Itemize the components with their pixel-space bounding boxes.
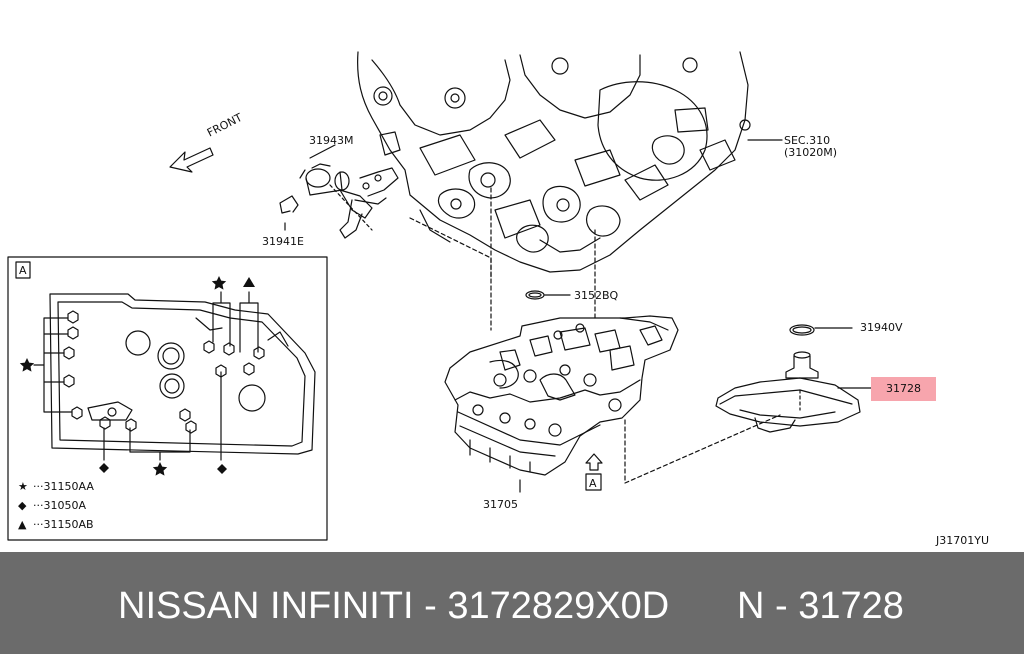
footer-code: N - 31728 xyxy=(737,585,904,627)
legend-triangle-symbol: ▲ xyxy=(18,518,27,531)
solenoid-drawing xyxy=(299,144,399,239)
label-31940v: 31940V xyxy=(860,321,903,334)
legend-diamond-text: ···31050A xyxy=(33,499,87,512)
view-a-frame-right xyxy=(585,473,602,491)
legend-leaders xyxy=(33,291,259,461)
footer-brand-part: NISSAN INFINITI - 3172829X0D xyxy=(118,585,670,627)
parts-diagram: FRONT 31943M 31941E SEC.310 (31020M) 315… xyxy=(7,51,990,547)
legend-diamond-symbol: ◆ xyxy=(18,499,27,512)
control-valve-drawing xyxy=(444,315,679,493)
legend-star-text: ···31150AA xyxy=(33,480,94,493)
drawing-code: J31701YU xyxy=(936,534,990,547)
label-31728: 31728 xyxy=(886,382,921,395)
label-31020m: (31020M) xyxy=(784,146,838,159)
transmission-case-drawing xyxy=(357,51,751,273)
label-31941e: 31941E xyxy=(262,235,304,248)
detail-box xyxy=(7,256,328,541)
view-marker-left: A xyxy=(19,264,27,277)
legend-star-symbol: ★ xyxy=(18,480,28,493)
valve-plan-drawing xyxy=(49,293,316,455)
label-3152bq: 3152BQ xyxy=(574,289,619,302)
oring-3152bq xyxy=(525,290,545,300)
legend-symbols-on-drawing xyxy=(19,276,255,476)
legend-triangle-text: ···31150AB xyxy=(33,518,94,531)
footer-banner: NISSAN INFINITI - 3172829X0D N - 31728 xyxy=(0,552,1024,654)
view-a-frame-left xyxy=(15,261,31,279)
view-marker-right: A xyxy=(589,477,597,490)
oil-filter-drawing xyxy=(715,324,873,433)
bolt-markers xyxy=(63,310,265,434)
label-sec-310: SEC.310 xyxy=(784,134,831,147)
highlighted-part-box: 31728 xyxy=(871,377,936,401)
label-31943m: 31943M xyxy=(309,134,354,147)
diagram-drawing xyxy=(7,51,873,541)
label-31705: 31705 xyxy=(483,498,518,511)
